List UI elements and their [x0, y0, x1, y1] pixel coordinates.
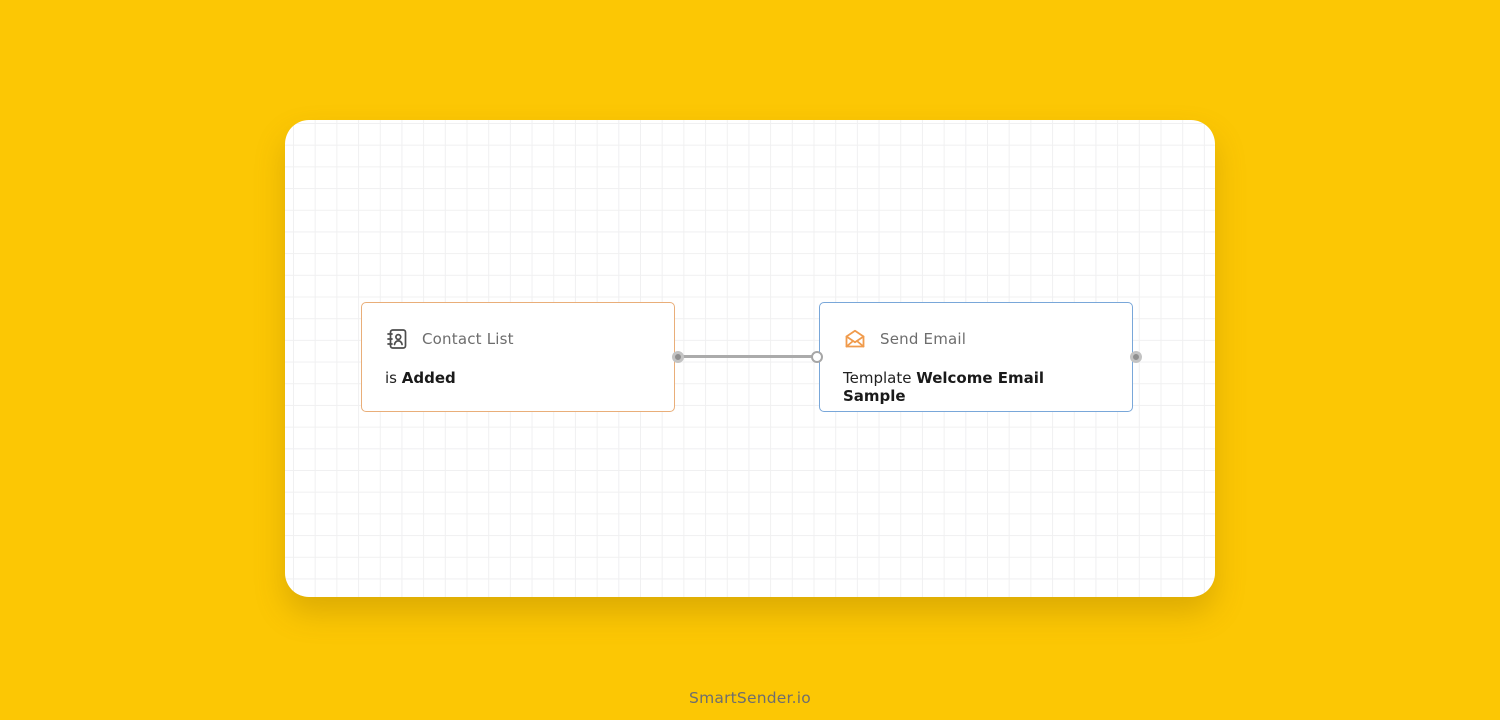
- output-port[interactable]: [672, 351, 684, 363]
- node-header: Send Email: [843, 327, 1109, 351]
- node-title: Send Email: [880, 330, 967, 348]
- node-header: Contact List: [385, 327, 651, 351]
- node-send-email[interactable]: Send Email Template Welcome Email Sample: [811, 302, 1142, 412]
- output-port[interactable]: [1130, 351, 1142, 363]
- node-contact-list[interactable]: Contact List is Added: [361, 302, 684, 412]
- node-condition-text: is Added: [385, 369, 456, 387]
- brand-watermark: SmartSender.io: [689, 689, 811, 707]
- email-icon: [845, 329, 865, 348]
- input-port[interactable]: [811, 351, 823, 363]
- workflow-canvas[interactable]: Contact List is Added Send Email Templat…: [285, 120, 1215, 597]
- node-template-text: Template Welcome Email Sample: [843, 369, 1045, 405]
- address-book-icon: [387, 329, 407, 349]
- node-title: Contact List: [422, 330, 514, 348]
- node-connection-line: [675, 355, 819, 358]
